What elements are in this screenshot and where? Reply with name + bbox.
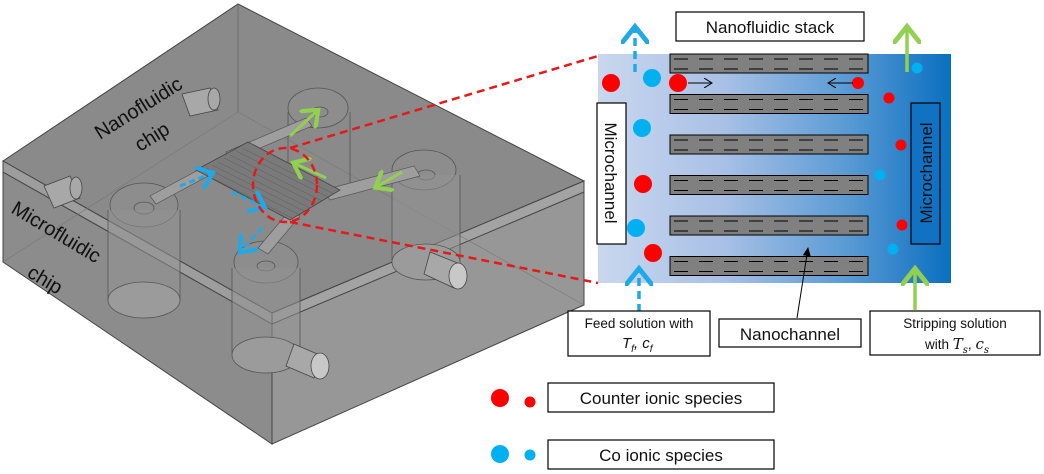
chip-3d: Nanofluidic chip Microfluidic chip [2,3,599,445]
nanochannel-label-box [718,318,862,348]
left-channel-label: Microchannel [601,122,620,223]
side-tubes [43,87,468,380]
counter-ion [896,219,908,231]
counter-ion [669,74,687,92]
counter-ion [644,244,662,262]
stripping-label-box [869,310,1041,356]
legend-co-ion-large [491,445,509,463]
co-ion [911,62,923,74]
strip-outlet-arrow [288,112,316,138]
nanochannel-plates [669,53,869,276]
stack-label-box [675,11,865,42]
strip-inlet-arrow [378,172,403,186]
feed-flow-arrow [231,192,262,206]
zoom-line-bottom [289,220,599,285]
reservoir-bottom [231,240,301,374]
counter-ion [634,175,652,193]
counter-ion [895,139,907,151]
legend-counter-ion-large [491,389,509,407]
feed-label-box [567,310,711,357]
nanochannel-plate [669,175,869,195]
legend-co-ion-small [524,449,536,461]
zoom-line-top [289,54,599,150]
legend-counter-ion-small [524,396,536,408]
co-ion [887,243,899,255]
nanochannel-pointer [796,247,811,319]
counter-ion [883,92,895,104]
feed-inlet-arrow [179,174,210,186]
zoom-circle [251,146,319,224]
counter-ion [852,77,864,89]
reservoir-left [107,182,181,319]
legend-co-box [547,439,775,470]
zoomed-schematic: Nanofluidic stack Microchannel Microchan… [567,11,1041,357]
feed-label-line1: Feed solution with [585,316,694,331]
co-ion [633,119,651,137]
nanochannel-plate [669,94,869,114]
strip-flow-arrow [296,164,327,178]
co-ion [627,219,645,237]
stripping-label-line1: Stripping solution [903,316,1007,331]
chip-flow-arrows [179,112,403,250]
nanochannel-plate [669,134,869,155]
co-ion [874,169,886,181]
right-channel-label-box [910,102,941,245]
legend: Counter ionic species Co ionic species [491,382,775,470]
legend-counter-label: Counter ionic species [580,389,743,408]
feed-outlet-arrow [242,226,264,250]
right-channel-label: Microchannel [917,122,936,223]
ions [602,62,923,262]
counter-ion [602,74,620,92]
feed-label-line2: Tf, cf [622,335,654,355]
nanochannel-plate [669,215,869,236]
nanochannel-plate [669,256,869,276]
nanochannel-label: Nanochannel [740,325,840,344]
nanochannel-plate [669,53,869,74]
stripping-label-line2: with Ts, cs [924,335,989,356]
co-ion [643,69,661,87]
legend-counter-box [547,382,775,413]
legend-co-label: Co ionic species [599,446,723,465]
stack-label: Nanofluidic stack [706,18,835,37]
left-channel-label-box [596,102,627,245]
